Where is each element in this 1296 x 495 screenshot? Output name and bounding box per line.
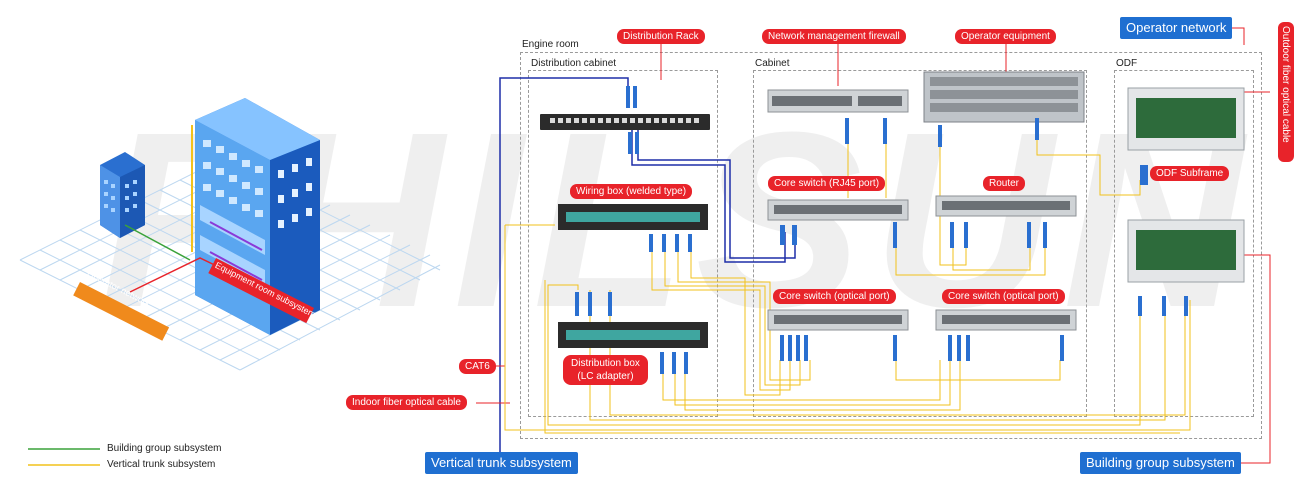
distribution-cabinet-title: Distribution cabinet bbox=[531, 58, 617, 69]
odf-frame-1 bbox=[1127, 87, 1245, 151]
label-vertical-trunk: Vertical trunk subsystem bbox=[425, 452, 578, 474]
label-indoor-fiber: Indoor fiber optical cable bbox=[346, 395, 467, 410]
engine-room-title: Engine room bbox=[522, 39, 579, 50]
label-cat6: CAT6 bbox=[459, 359, 496, 374]
wiring-box bbox=[558, 204, 708, 230]
label-building-group: Building group subsystem bbox=[1080, 452, 1241, 474]
legend-vertical-trunk: Vertical trunk subsystem bbox=[107, 459, 216, 470]
lc-connectors bbox=[575, 118, 1188, 374]
firewall bbox=[767, 89, 909, 113]
label-core-switch-optical-1: Core switch (optical port) bbox=[773, 289, 896, 304]
odf-title: ODF bbox=[1116, 58, 1138, 69]
label-distribution-box-line2: (LC adapter) bbox=[577, 371, 634, 382]
fiber-cables bbox=[504, 120, 1191, 434]
legend-building-group: Building group subsystem bbox=[107, 443, 222, 454]
label-outdoor-fiber-wrap: Outdoor fiber optical cable bbox=[1278, 22, 1294, 162]
core-switch-optical-1 bbox=[767, 309, 909, 331]
label-core-switch-rj45: Core switch (RJ45 port) bbox=[768, 176, 886, 191]
label-operator-equipment: Operator equipment bbox=[955, 29, 1056, 44]
label-operator-network: Operator network bbox=[1120, 17, 1233, 39]
engine-room-area bbox=[520, 52, 1262, 439]
label-wiring-box: Wiring box (welded type) bbox=[570, 184, 693, 199]
cat6-cables bbox=[499, 77, 796, 452]
router bbox=[935, 195, 1077, 217]
cabinet-title: Cabinet bbox=[755, 58, 790, 69]
distribution-box bbox=[558, 322, 708, 348]
label-core-switch-optical-2: Core switch (optical port) bbox=[942, 289, 1065, 304]
label-outdoor-fiber: Outdoor fiber optical cable bbox=[1280, 26, 1291, 143]
core-switch-optical-2 bbox=[935, 309, 1077, 331]
label-distribution-box: Distribution box (LC adapter) bbox=[563, 355, 648, 385]
distribution-cabinet-area bbox=[528, 70, 718, 417]
label-router: Router bbox=[983, 176, 1026, 191]
label-distribution-box-line1: Distribution box bbox=[571, 358, 640, 369]
operator-equipment bbox=[923, 71, 1085, 123]
label-network-firewall: Network management firewall bbox=[762, 29, 906, 44]
odf-area bbox=[1114, 70, 1254, 417]
label-distribution-rack: Distribution Rack bbox=[617, 29, 705, 44]
core-switch-rj45 bbox=[767, 199, 909, 221]
patch-panel bbox=[540, 114, 710, 130]
label-odf-subframe: ODF Subframe bbox=[1150, 166, 1230, 181]
cabinet-area bbox=[753, 70, 1087, 417]
small-building bbox=[100, 152, 145, 238]
odf-frame-2 bbox=[1127, 219, 1245, 283]
